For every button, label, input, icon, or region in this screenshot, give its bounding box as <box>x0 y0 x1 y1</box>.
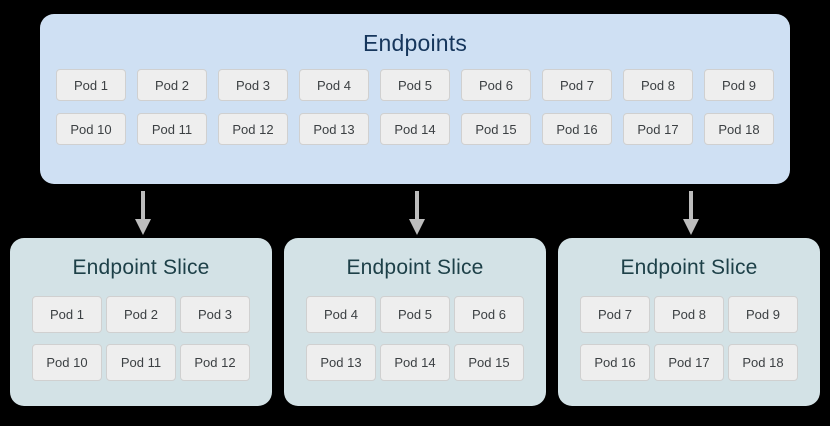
pod-chip: Pod 9 <box>728 296 798 333</box>
pod-chip: Pod 3 <box>218 69 288 101</box>
endpoint-slice-pod-row: Pod 10 Pod 11 Pod 12 <box>32 344 250 381</box>
pod-chip: Pod 6 <box>454 296 524 333</box>
endpoint-slice-pod-grid: Pod 7 Pod 8 Pod 9 Pod 16 Pod 17 Pod 18 <box>580 296 798 381</box>
pod-chip: Pod 2 <box>137 69 207 101</box>
pod-chip: Pod 2 <box>106 296 176 333</box>
endpoints-pod-grid: Pod 1 Pod 2 Pod 3 Pod 4 Pod 5 Pod 6 Pod … <box>56 69 774 145</box>
arrow-down-icon <box>406 191 428 235</box>
pod-chip: Pod 1 <box>32 296 102 333</box>
pod-chip: Pod 4 <box>299 69 369 101</box>
pod-chip: Pod 3 <box>180 296 250 333</box>
endpoint-slice-pod-row: Pod 4 Pod 5 Pod 6 <box>306 296 524 333</box>
pod-chip: Pod 7 <box>542 69 612 101</box>
pod-chip: Pod 18 <box>728 344 798 381</box>
endpoints-box: Endpoints Pod 1 Pod 2 Pod 3 Pod 4 Pod 5 … <box>40 14 790 184</box>
pod-chip: Pod 11 <box>137 113 207 145</box>
pod-chip: Pod 6 <box>461 69 531 101</box>
pod-chip: Pod 13 <box>306 344 376 381</box>
pod-chip: Pod 15 <box>461 113 531 145</box>
arrow-head <box>683 219 699 235</box>
endpoint-slice-box-2: Endpoint Slice Pod 4 Pod 5 Pod 6 Pod 13 … <box>284 238 546 406</box>
pod-chip: Pod 13 <box>299 113 369 145</box>
pod-chip: Pod 7 <box>580 296 650 333</box>
endpoint-slice-pod-grid: Pod 4 Pod 5 Pod 6 Pod 13 Pod 14 Pod 15 <box>306 296 524 381</box>
pod-chip: Pod 1 <box>56 69 126 101</box>
arrow-shaft <box>689 191 693 221</box>
endpoint-slice-box-1: Endpoint Slice Pod 1 Pod 2 Pod 3 Pod 10 … <box>10 238 272 406</box>
pod-chip: Pod 18 <box>704 113 774 145</box>
pod-chip: Pod 12 <box>180 344 250 381</box>
endpoint-slice-box-3: Endpoint Slice Pod 7 Pod 8 Pod 9 Pod 16 … <box>558 238 820 406</box>
endpoint-slice-title: Endpoint Slice <box>346 256 484 279</box>
endpoint-slice-pod-row: Pod 7 Pod 8 Pod 9 <box>580 296 798 333</box>
pod-chip: Pod 15 <box>454 344 524 381</box>
pod-chip: Pod 16 <box>542 113 612 145</box>
endpoints-title: Endpoints <box>362 30 468 56</box>
endpoints-pod-row: Pod 1 Pod 2 Pod 3 Pod 4 Pod 5 Pod 6 Pod … <box>56 69 774 101</box>
endpoint-slice-pod-grid: Pod 1 Pod 2 Pod 3 Pod 10 Pod 11 Pod 12 <box>32 296 250 381</box>
pod-chip: Pod 8 <box>654 296 724 333</box>
pod-chip: Pod 14 <box>380 113 450 145</box>
endpoint-slice-pod-row: Pod 16 Pod 17 Pod 18 <box>580 344 798 381</box>
arrow-shaft <box>415 191 419 221</box>
pod-chip: Pod 5 <box>380 296 450 333</box>
pod-chip: Pod 12 <box>218 113 288 145</box>
pod-chip: Pod 10 <box>56 113 126 145</box>
pod-chip: Pod 14 <box>380 344 450 381</box>
arrow-down-icon <box>132 191 154 235</box>
arrow-down-icon <box>680 191 702 235</box>
arrow-head <box>409 219 425 235</box>
endpoint-slice-title: Endpoint Slice <box>72 256 210 279</box>
pod-chip: Pod 10 <box>32 344 102 381</box>
pod-chip: Pod 8 <box>623 69 693 101</box>
endpoint-slice-pod-row: Pod 1 Pod 2 Pod 3 <box>32 296 250 333</box>
pod-chip: Pod 4 <box>306 296 376 333</box>
endpoint-slice-title: Endpoint Slice <box>620 256 758 279</box>
endpoints-pod-row: Pod 10 Pod 11 Pod 12 Pod 13 Pod 14 Pod 1… <box>56 113 774 145</box>
pod-chip: Pod 17 <box>654 344 724 381</box>
pod-chip: Pod 11 <box>106 344 176 381</box>
arrow-shaft <box>141 191 145 221</box>
pod-chip: Pod 17 <box>623 113 693 145</box>
arrow-head <box>135 219 151 235</box>
pod-chip: Pod 16 <box>580 344 650 381</box>
pod-chip: Pod 9 <box>704 69 774 101</box>
pod-chip: Pod 5 <box>380 69 450 101</box>
endpoint-slice-pod-row: Pod 13 Pod 14 Pod 15 <box>306 344 524 381</box>
